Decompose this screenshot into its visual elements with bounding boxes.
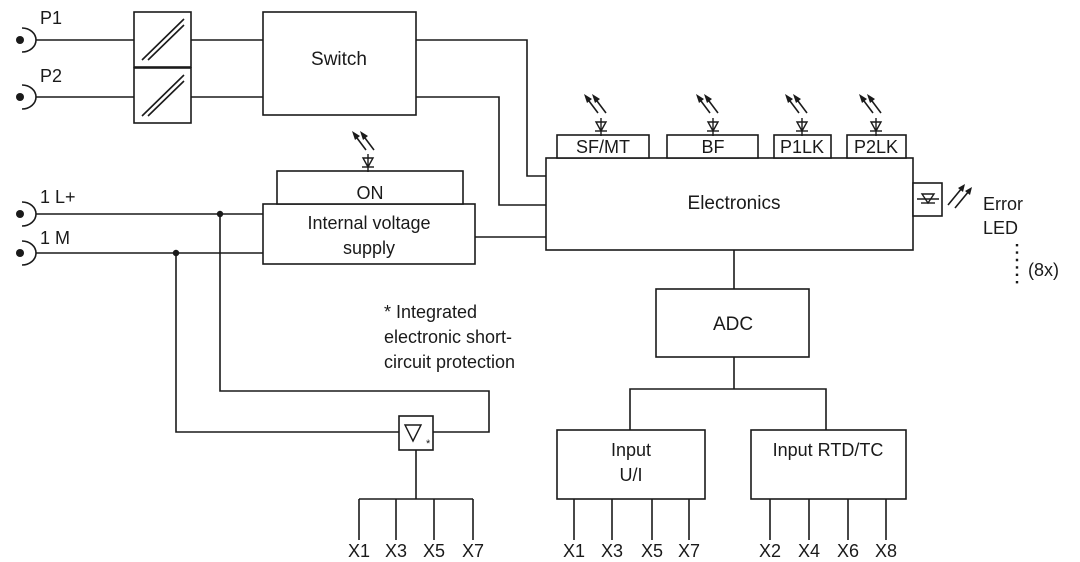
- terminal-label: X2: [759, 541, 781, 561]
- terminal-label: X4: [798, 541, 820, 561]
- led-emit-icon: [784, 93, 808, 114]
- led-p2lk-label: P2LK: [854, 137, 898, 157]
- port-m: 1 M: [15, 228, 263, 266]
- media-converter-icon: [141, 74, 185, 117]
- led-emit-icon: [695, 93, 719, 114]
- port-p1: P1: [15, 8, 134, 53]
- adc-block: ADC: [655, 288, 810, 358]
- port-l-plus-label: 1 L+: [40, 187, 76, 207]
- led-sf-mt-label: SF/MT: [576, 137, 630, 157]
- led-bf-label: BF: [701, 137, 724, 157]
- terminal-label: X7: [678, 541, 700, 561]
- led-p1lk-label: P1LK: [780, 137, 824, 157]
- led-p1lk: P1LK: [773, 93, 832, 159]
- connector-jack-icon: [15, 27, 37, 53]
- terminal-label: X1: [563, 541, 585, 561]
- connector-jack-icon: [15, 84, 37, 110]
- error-led: Error LED (8x): [912, 182, 1059, 284]
- error-led-label-1: Error: [983, 194, 1023, 214]
- note-line-2: electronic short-: [384, 327, 512, 347]
- media-converter-icon: [141, 18, 185, 61]
- terminal-label: X3: [385, 541, 407, 561]
- led-icon: [869, 117, 883, 137]
- protection-element: *: [398, 415, 434, 451]
- input-rtd-tc-block: Input RTD/TC: [750, 429, 907, 500]
- led-on: ON: [276, 130, 464, 205]
- terminal-label: X3: [601, 541, 623, 561]
- electronics-label: Electronics: [688, 193, 781, 214]
- terminal-label: X5: [423, 541, 445, 561]
- electronics-block: Electronics: [545, 157, 914, 251]
- port-p2-label: P2: [40, 66, 62, 86]
- protection-star: *: [426, 438, 431, 450]
- led-icon: [706, 117, 720, 137]
- input-ui-label-1: Input: [611, 440, 651, 460]
- led-icon: [361, 153, 375, 173]
- led-bf: BF: [666, 93, 759, 159]
- error-led-label-2: LED: [983, 218, 1018, 238]
- optocoupler-icon: [917, 193, 939, 205]
- terminal-label: X8: [875, 541, 897, 561]
- media-converter-p1: [133, 11, 192, 68]
- port-p2: P2: [15, 66, 134, 110]
- note-line-1: * Integrated: [384, 302, 477, 322]
- adc-label: ADC: [713, 314, 753, 335]
- terminal-label: X7: [462, 541, 484, 561]
- note-line-3: circuit protection: [384, 352, 515, 372]
- terminal-label: X1: [348, 541, 370, 561]
- led-emit-icon: [858, 93, 882, 114]
- led-icon: [594, 117, 608, 137]
- port-l-plus: 1 L+: [15, 187, 263, 227]
- input-ui-terminals: X1 X3 X5 X7: [563, 541, 700, 561]
- terminal-label: X6: [837, 541, 859, 561]
- protection-triangle-icon: [403, 424, 423, 443]
- media-converter-p2: [133, 67, 192, 124]
- port-p1-label: P1: [40, 8, 62, 28]
- led-icon: [795, 117, 809, 137]
- internal-supply-label-1: Internal voltage: [307, 213, 430, 233]
- led-sf-mt: SF/MT: [556, 93, 650, 159]
- led-p2lk: P2LK: [846, 93, 907, 159]
- led-emit-icon: [351, 130, 375, 151]
- error-led-count: (8x): [1028, 260, 1059, 280]
- port-m-label: 1 M: [40, 228, 70, 248]
- switch-label: Switch: [311, 49, 367, 70]
- internal-supply-label-2: supply: [343, 238, 395, 258]
- led-emit-icon: [583, 93, 607, 114]
- connector-jack-icon: [15, 201, 37, 227]
- input-rtd-tc-label: Input RTD/TC: [773, 440, 884, 460]
- terminal-label: X5: [641, 541, 663, 561]
- connector-jack-icon: [15, 240, 37, 266]
- input-ui-block: Input U/I: [556, 429, 706, 500]
- input-ui-label-2: U/I: [619, 465, 642, 485]
- input-rtd-tc-terminals: X2 X4 X6 X8: [759, 541, 897, 561]
- protection-note: * Integrated electronic short- circuit p…: [384, 302, 515, 372]
- supply-terminals: X1 X3 X5 X7: [348, 541, 484, 561]
- internal-supply-block: Internal voltage supply: [262, 203, 476, 265]
- switch-block: Switch: [262, 11, 417, 116]
- led-on-label: ON: [357, 183, 384, 203]
